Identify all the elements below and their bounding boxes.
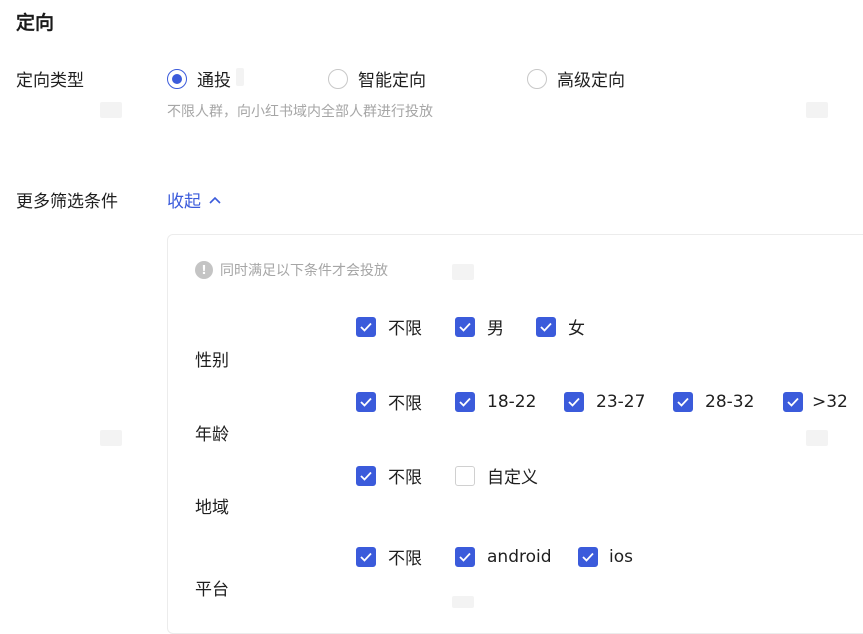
region-options: 不限 自定义 xyxy=(356,463,538,488)
checkbox-label: 自定义 xyxy=(487,468,538,488)
checkbox-gender-male[interactable]: 男 xyxy=(455,314,536,339)
radio-smart-targeting[interactable]: 智能定向 xyxy=(328,66,426,91)
checkbox-age-18-22[interactable]: 18-22 xyxy=(455,391,564,412)
radio-button-icon xyxy=(167,68,187,89)
filter-panel xyxy=(167,234,863,634)
radio-label: 通投 xyxy=(197,71,231,91)
age-label: 年龄 xyxy=(195,425,229,445)
checkbox-platform-unlimited[interactable]: 不限 xyxy=(356,544,455,569)
checkbox-icon xyxy=(673,391,693,412)
checkbox-platform-android[interactable]: android xyxy=(455,546,578,567)
checkbox-icon xyxy=(578,546,598,567)
collapse-toggle[interactable]: 收起 xyxy=(167,187,221,212)
section-title: 定向 xyxy=(16,12,55,34)
watermark-block xyxy=(806,102,828,118)
collapse-label: 收起 xyxy=(167,192,201,212)
checkbox-icon xyxy=(356,391,376,412)
notice-text: 同时满足以下条件才会投放 xyxy=(220,263,388,279)
region-label: 地域 xyxy=(195,498,229,518)
age-options: 不限 18-22 23-27 28-32 >32 xyxy=(356,389,848,414)
targeting-hint: 不限人群，向小红书域内全部人群进行投放 xyxy=(167,104,433,120)
checkbox-gender-unlimited[interactable]: 不限 xyxy=(356,314,455,339)
radio-label: 高级定向 xyxy=(557,71,625,91)
info-icon: ! xyxy=(195,261,213,279)
radio-button-icon xyxy=(527,68,547,89)
watermark-block xyxy=(100,102,122,118)
gender-label: 性别 xyxy=(195,351,229,371)
radio-button-icon xyxy=(328,68,348,89)
checkbox-label: 不限 xyxy=(388,319,422,339)
checkbox-gender-female[interactable]: 女 xyxy=(536,314,585,339)
platform-options: 不限 android ios xyxy=(356,544,633,569)
checkbox-icon xyxy=(356,465,376,486)
checkbox-label: 不限 xyxy=(388,394,422,414)
checkbox-icon xyxy=(536,316,556,337)
checkbox-region-custom[interactable]: 自定义 xyxy=(455,463,538,488)
checkbox-age-over-32[interactable]: >32 xyxy=(783,391,848,412)
checkbox-label: 不限 xyxy=(388,549,422,569)
checkbox-label: ios xyxy=(609,546,633,567)
checkbox-platform-ios[interactable]: ios xyxy=(578,546,633,567)
checkbox-label: 23-27 xyxy=(596,391,646,412)
checkbox-label: >32 xyxy=(812,391,848,412)
checkbox-icon xyxy=(455,316,475,337)
checkbox-icon xyxy=(356,316,376,337)
checkbox-age-unlimited[interactable]: 不限 xyxy=(356,389,455,414)
platform-label: 平台 xyxy=(195,580,229,600)
radio-tongtou[interactable]: 通投 xyxy=(167,66,231,91)
more-filters-label: 更多筛选条件 xyxy=(16,192,118,212)
checkbox-label: 28-32 xyxy=(705,391,755,412)
checkbox-label: 女 xyxy=(568,319,585,339)
checkbox-icon xyxy=(455,546,475,567)
watermark-block xyxy=(452,264,474,280)
checkbox-label: android xyxy=(487,546,552,567)
gender-options: 不限 男 女 xyxy=(356,314,585,339)
checkbox-icon xyxy=(564,391,584,412)
checkbox-region-unlimited[interactable]: 不限 xyxy=(356,463,455,488)
watermark-block xyxy=(452,596,474,608)
chevron-up-icon xyxy=(209,196,221,204)
checkbox-icon xyxy=(783,391,803,412)
checkbox-icon xyxy=(455,465,475,486)
checkbox-label: 不限 xyxy=(388,468,422,488)
checkbox-icon xyxy=(356,546,376,567)
targeting-type-label: 定向类型 xyxy=(16,71,84,91)
radio-label: 智能定向 xyxy=(358,71,426,91)
checkbox-age-23-27[interactable]: 23-27 xyxy=(564,391,673,412)
checkbox-label: 18-22 xyxy=(487,391,537,412)
watermark-block xyxy=(806,430,828,446)
checkbox-label: 男 xyxy=(487,319,504,339)
radio-advanced-targeting[interactable]: 高级定向 xyxy=(527,66,625,91)
checkbox-icon xyxy=(455,391,475,412)
watermark-block xyxy=(100,430,122,446)
filter-notice: ! 同时满足以下条件才会投放 xyxy=(195,260,388,280)
watermark-block xyxy=(236,68,244,86)
checkbox-age-28-32[interactable]: 28-32 xyxy=(673,391,783,412)
